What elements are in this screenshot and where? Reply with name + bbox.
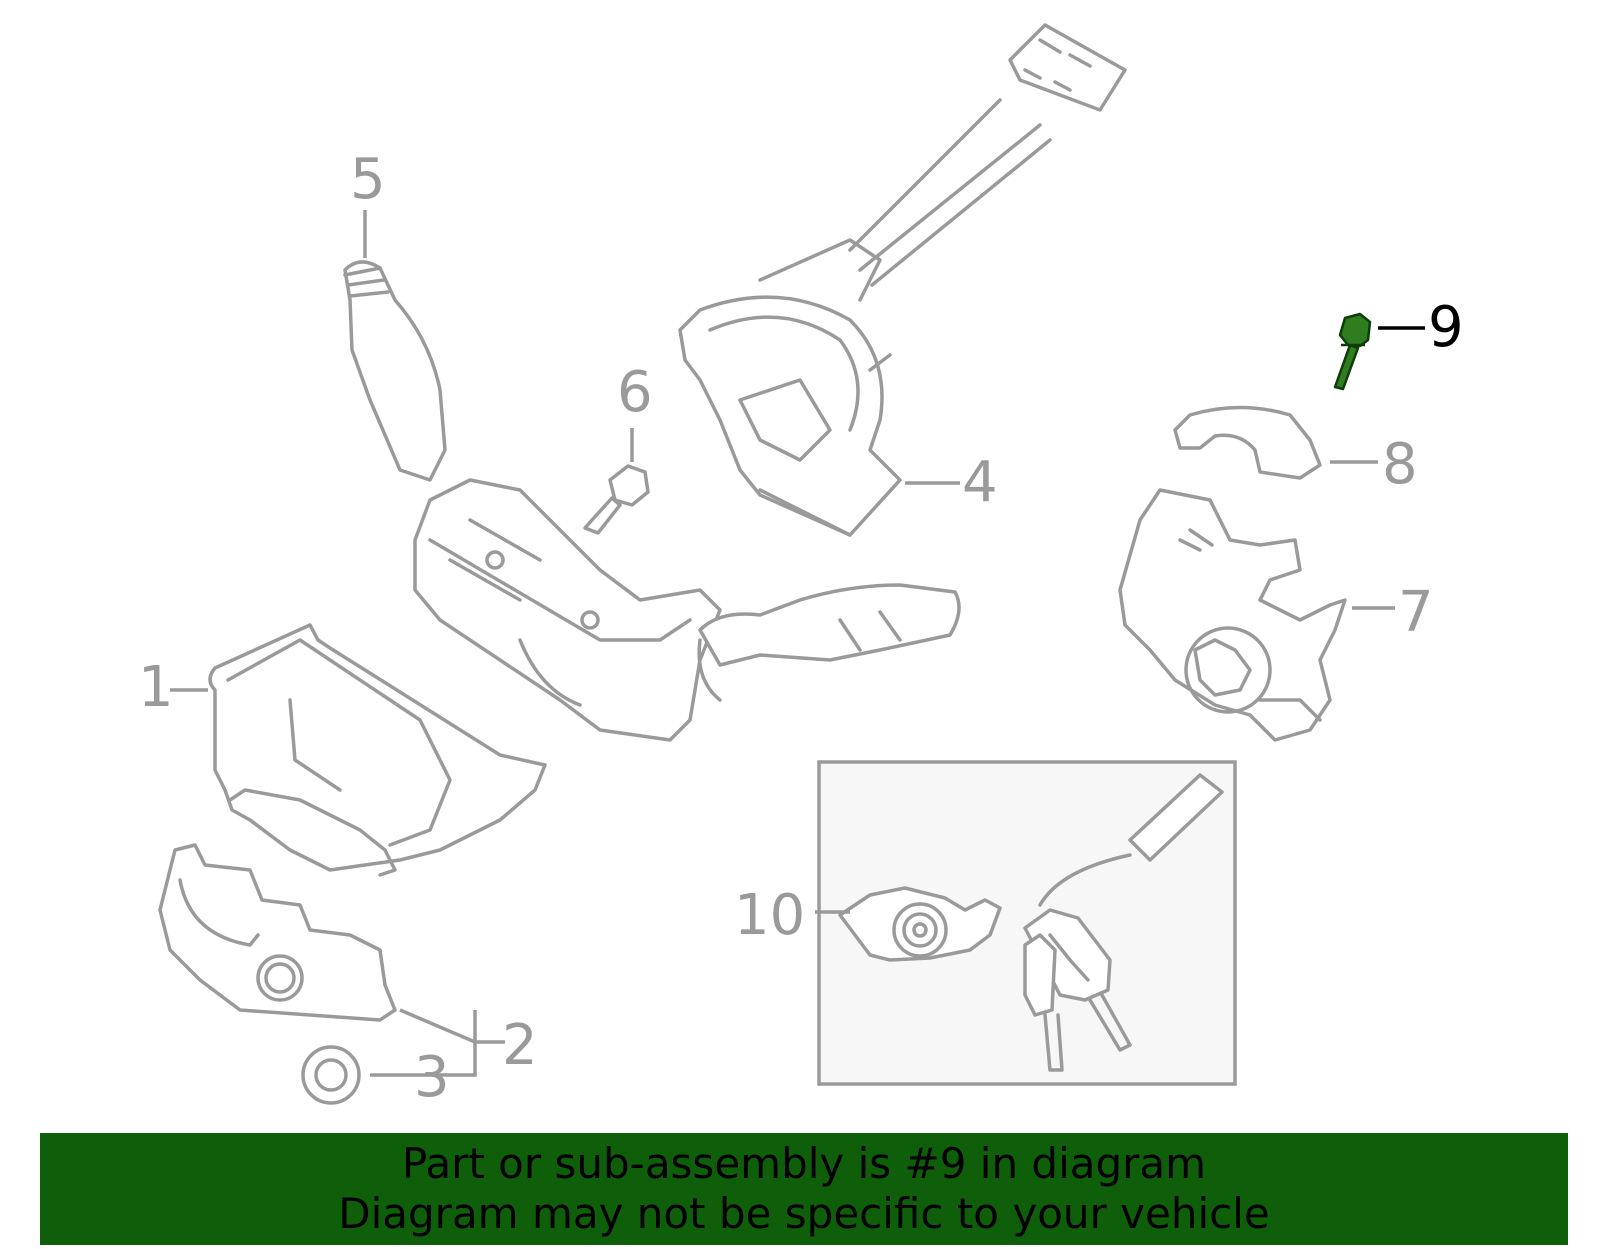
parts-diagram bbox=[158, 23, 1425, 1105]
callout-3: 3 bbox=[414, 1045, 450, 1110]
part-5-combination-switch bbox=[343, 260, 961, 742]
callout-2: 2 bbox=[502, 1013, 538, 1078]
callout-1: 1 bbox=[138, 655, 174, 720]
banner-line-2: Diagram may not be specific to your vehi… bbox=[338, 1189, 1270, 1238]
callout-7: 7 bbox=[1398, 580, 1434, 645]
callout-10: 10 bbox=[734, 883, 806, 948]
part-6-bolt bbox=[583, 464, 650, 535]
part-4-clock-spring bbox=[678, 23, 1127, 537]
callout-9: 9 bbox=[1428, 295, 1464, 360]
part-1-lower-shroud bbox=[208, 623, 547, 877]
part-8-bracket bbox=[1173, 405, 1322, 480]
part-2-upper-shroud bbox=[158, 843, 397, 1022]
part-3-ring bbox=[301, 1045, 361, 1105]
callout-8: 8 bbox=[1382, 432, 1418, 497]
part-9-screw bbox=[1333, 312, 1372, 391]
callout-5: 5 bbox=[350, 147, 386, 212]
banner-line-1: Part or sub-assembly is #9 in diagram bbox=[401, 1139, 1207, 1188]
part-7-lock-housing bbox=[1118, 488, 1347, 742]
part-10-inset bbox=[817, 760, 1237, 1086]
leader-lines bbox=[170, 210, 1425, 1077]
callout-4: 4 bbox=[962, 450, 998, 515]
callout-6: 6 bbox=[617, 360, 653, 425]
info-banner: Part or sub-assembly is #9 in diagram Di… bbox=[40, 1133, 1568, 1245]
